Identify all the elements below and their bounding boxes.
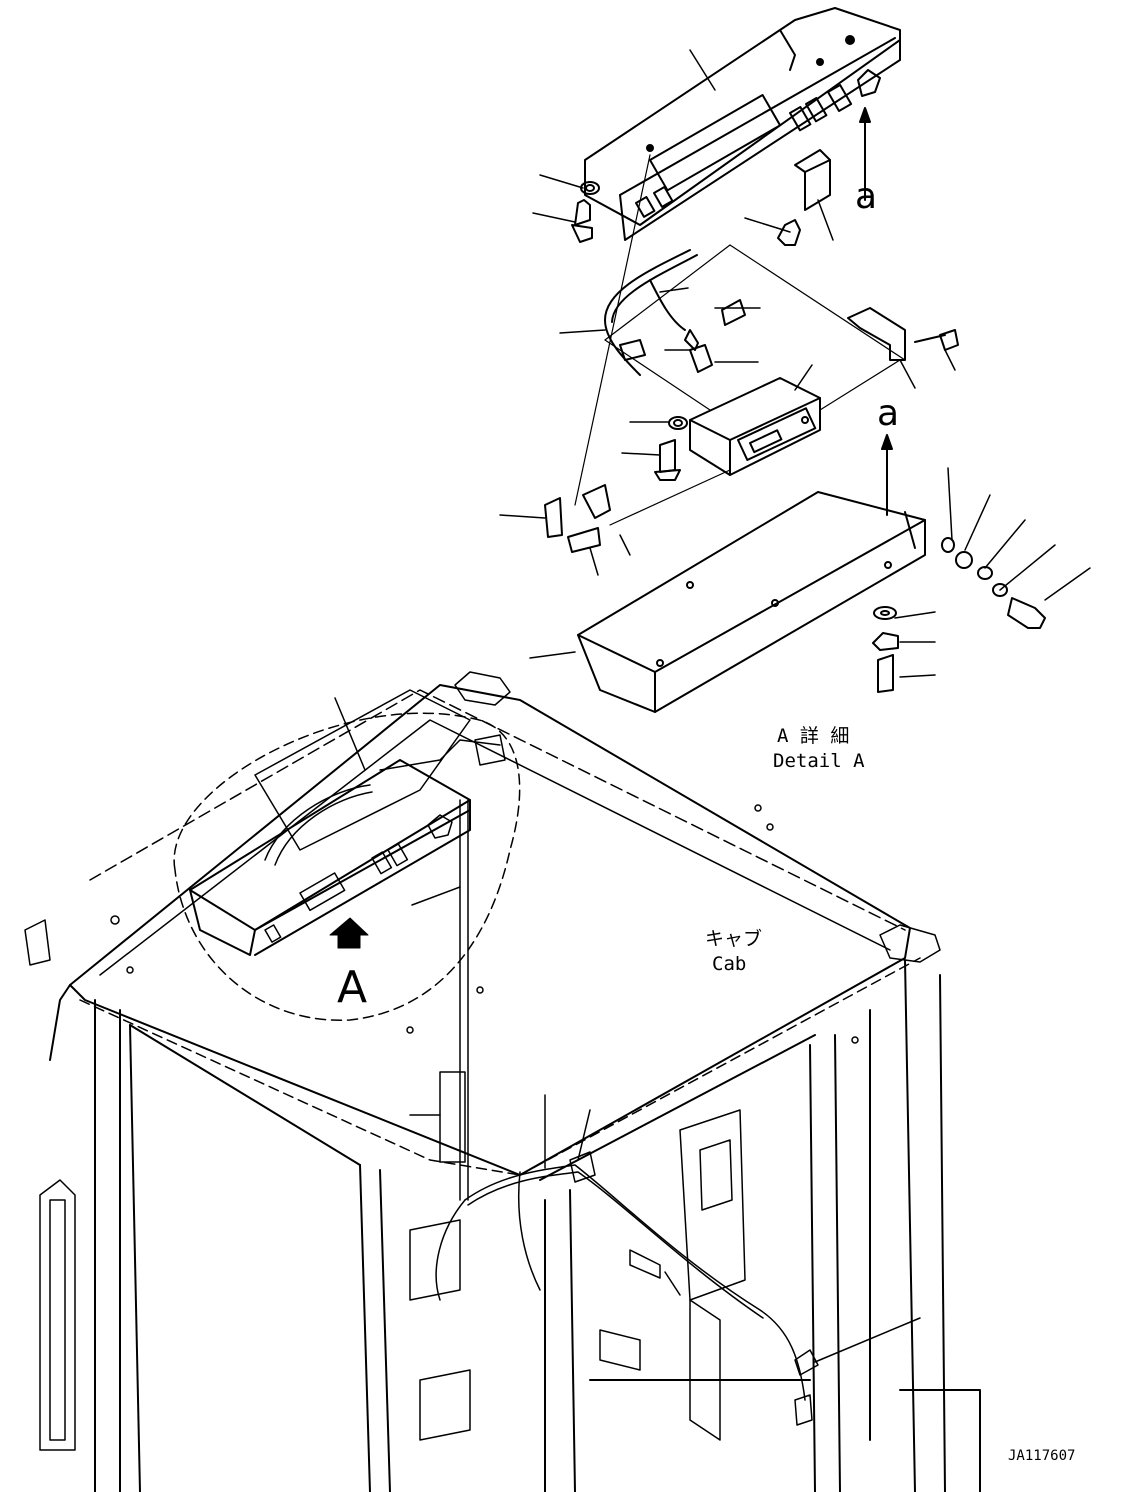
roof-holes [110,804,859,1044]
fasteners [544,181,1046,693]
arrow-a-upper-label: a [855,176,877,217]
drawing-id: JA117607 [1008,1448,1075,1464]
antenna-cable [604,249,746,376]
top-bracket-panel [584,7,901,241]
detail-title-en: Detail A [773,750,865,772]
arrow-a-upper [859,107,871,201]
detail-a-group [499,7,1091,713]
leader-lines-detail [499,49,1091,678]
view-a-label: A [337,962,367,1013]
wiring-harness [435,799,819,1426]
arrow-a-lower [881,434,893,516]
leader-lines-cab [334,697,921,1363]
cab-structure [24,671,981,1492]
tray [577,491,926,713]
detail-bubble [173,689,521,1021]
arrow-a-lower-label: a [877,393,899,434]
l-clip [794,149,831,211]
detail-title-jp: A 詳 細 [777,725,849,747]
cab-label-jp: キャブ [705,927,762,950]
mounting-brackets [582,307,906,519]
view-direction-arrow [329,917,369,949]
installed-radio-assembly [189,689,506,956]
radio-unit [689,377,821,476]
cab-label-en: Cab [712,953,746,975]
